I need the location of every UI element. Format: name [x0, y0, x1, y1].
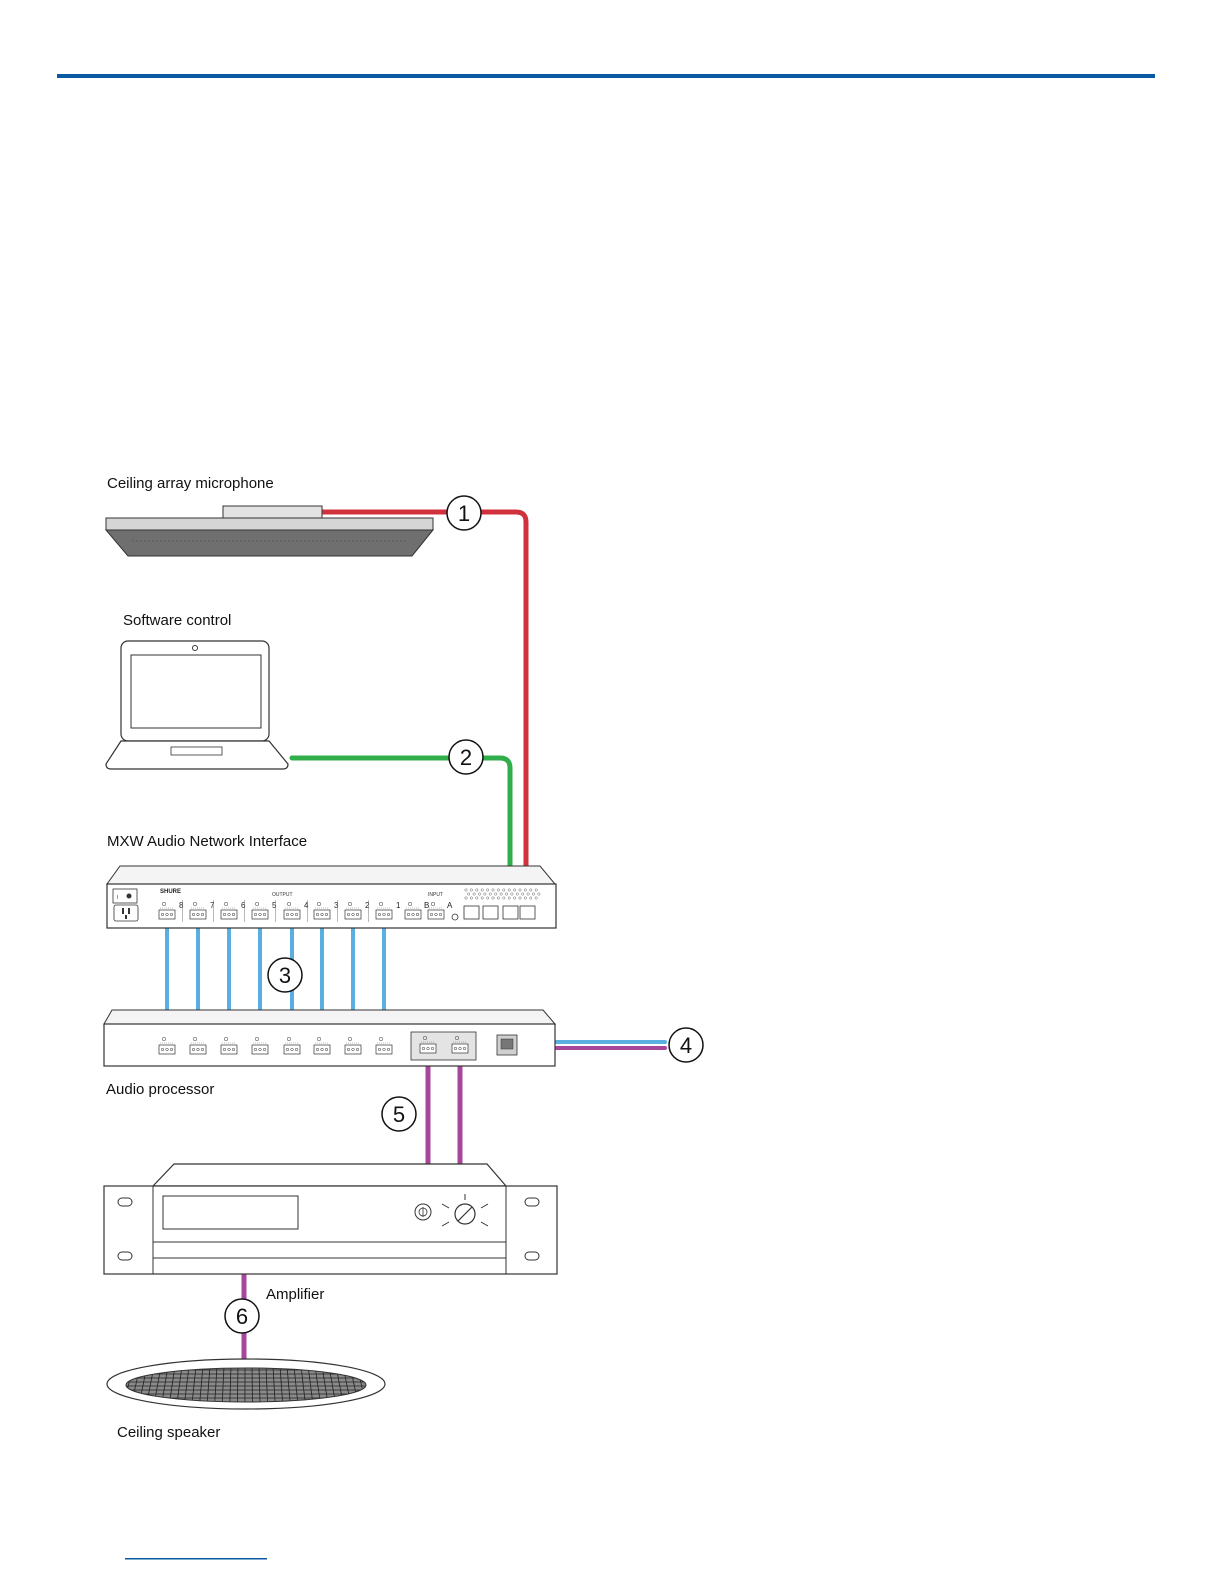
svg-text:I: I [117, 895, 118, 901]
ani-device: I SHURE OUTPUT INPUT 8 7 6 5 4 3 2 1 B A [107, 866, 556, 928]
svg-text:3: 3 [279, 963, 291, 988]
ani-output-channel-label: 1 [396, 901, 401, 910]
header-rule [57, 74, 1155, 78]
label-ani: MXW Audio Network Interface [107, 833, 307, 850]
svg-text:4: 4 [680, 1033, 692, 1058]
ani-output-label: OUTPUT [272, 892, 293, 898]
amplifier-device [104, 1164, 557, 1274]
ani-output-channel-label: 4 [304, 901, 309, 910]
ceiling-speaker-device [107, 1359, 385, 1409]
label-ceiling-speaker: Ceiling speaker [117, 1424, 220, 1441]
label-audio-processor: Audio processor [106, 1081, 214, 1098]
svg-text:2: 2 [460, 745, 472, 770]
amplifier-display [163, 1196, 298, 1229]
cable-1-red [322, 512, 526, 910]
footer-link-underline[interactable] [125, 1558, 267, 1560]
callout-4: 4 [669, 1028, 703, 1062]
ani-output-channel-label: 3 [334, 901, 339, 910]
ani-network-port-2 [483, 906, 498, 919]
svg-text:1: 1 [458, 501, 470, 526]
ani-network-port-3 [503, 906, 518, 919]
ani-output-channel-label: 2 [365, 901, 370, 910]
ani-network-port-4 [520, 906, 535, 919]
callout-2: 2 [449, 740, 483, 774]
ani-output-channel-label: 5 [272, 901, 277, 910]
callout-1: 1 [447, 496, 481, 530]
callout-6: 6 [225, 1299, 259, 1333]
ani-input-channel-label: A [447, 901, 453, 910]
ani-output-channel-label: 7 [210, 901, 215, 910]
ani-network-port-1 [464, 906, 479, 919]
ani-output-channel-label: 6 [241, 901, 246, 910]
callout-5: 5 [382, 1097, 416, 1131]
ani-brand: SHURE [160, 889, 181, 895]
svg-text:6: 6 [236, 1304, 248, 1329]
callout-3: 3 [268, 958, 302, 992]
ani-input-label: INPUT [428, 892, 443, 898]
label-amplifier: Amplifier [266, 1286, 324, 1303]
ani-input-channel-label: B [424, 901, 429, 910]
laptop-device [106, 641, 288, 769]
label-ceiling-mic: Ceiling array microphone [107, 475, 274, 492]
label-software-control: Software control [123, 612, 231, 629]
audio-processor-device [104, 1010, 555, 1066]
ani-output-channel-label: 8 [179, 901, 184, 910]
svg-text:5: 5 [393, 1102, 405, 1127]
